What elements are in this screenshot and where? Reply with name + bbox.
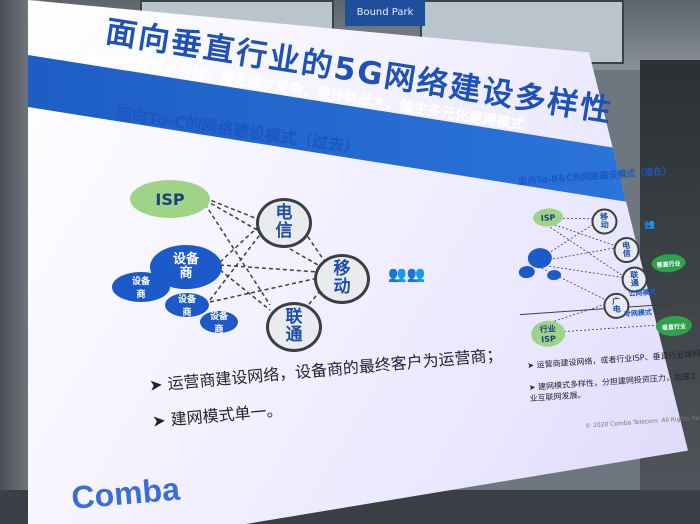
- vendor-small-node: 设备 商: [165, 293, 209, 318]
- hall-sign: Bound Park: [345, 0, 425, 26]
- operator-unicom-node: 联 通: [266, 302, 322, 352]
- right-bullet-item: ➤ 建网模式多样性，分担建网投资压力，加速工业互联网发展。: [528, 371, 699, 404]
- users-icon: 👥👥: [388, 265, 426, 283]
- right-users-icon: 👥: [643, 220, 656, 231]
- operator-mobile-node: 移 动: [314, 254, 370, 304]
- operator-telecom-node: 电 信: [256, 198, 312, 248]
- vendor-small-node: 设备 商: [112, 272, 170, 302]
- vendor-small-node: 设备 商: [200, 311, 238, 335]
- vendor-main-node: 设备 商: [150, 245, 222, 289]
- public-mode-label: 公网模式: [628, 288, 657, 299]
- right-diagram-panel: 面向To-B&C的网络建设模式（现在） ISP 移 动 电 信 联 通 广 电 …: [510, 162, 700, 434]
- private-mode-label: 专网模式: [623, 308, 653, 319]
- isp-node: ISP: [130, 180, 210, 218]
